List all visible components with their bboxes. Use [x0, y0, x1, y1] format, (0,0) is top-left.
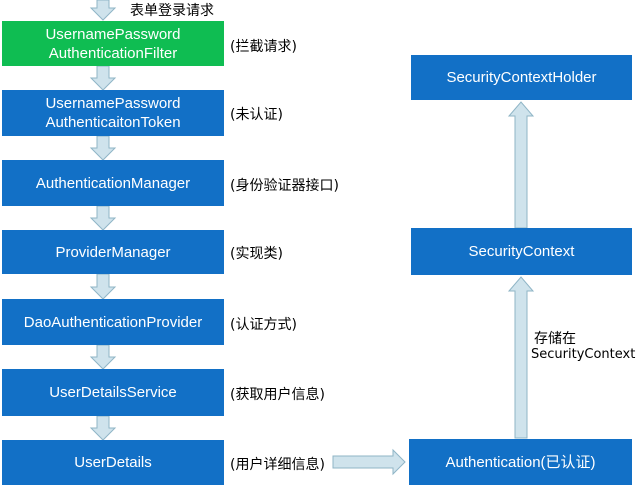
authentication-authenticated-label: Authentication(已认证) — [445, 453, 596, 471]
authentication-manager-label: AuthenticationManager — [35, 174, 191, 192]
arrow-down-3 — [89, 205, 117, 231]
filter-note: (拦截请求) — [230, 39, 297, 55]
token-note: (未认证) — [230, 107, 283, 123]
arrow-entry — [89, 0, 117, 21]
arrow-down-1 — [89, 65, 117, 91]
user-details-service-note: (获取用户信息) — [230, 387, 325, 403]
arrow-down-6 — [89, 415, 117, 441]
authentication-authenticated-box: Authentication(已认证) — [409, 439, 632, 485]
provider-manager-note: (实现类) — [230, 246, 283, 262]
username-password-authentication-token-box: UsernamePassword AuthenticaitonToken — [2, 90, 224, 136]
provider-manager-box: ProviderManager — [2, 230, 224, 274]
token-line-2: AuthenticaitonToken — [45, 114, 181, 131]
security-context-holder-label: SecurityContextHolder — [446, 69, 597, 86]
user-details-box: UserDetails — [2, 440, 224, 485]
security-context-box: SecurityContext — [411, 228, 632, 275]
dao-authentication-provider-note: (认证方式) — [230, 317, 297, 333]
arrow-down-5 — [89, 344, 117, 370]
arrow-down-2 — [89, 135, 117, 161]
dao-authentication-provider-box: DaoAuthenticationProvider — [2, 299, 224, 345]
store-in-label-2: SecurityContext — [531, 347, 636, 362]
user-details-service-label: UserDetailsService — [49, 384, 177, 401]
form-login-request-label: 表单登录请求 — [130, 3, 214, 19]
security-context-label: SecurityContext — [468, 243, 575, 260]
security-context-holder-box: SecurityContextHolder — [411, 55, 632, 100]
provider-manager-label: ProviderManager — [55, 243, 171, 261]
filter-line-2: AuthenticationFilter — [48, 44, 178, 62]
arrow-down-4 — [89, 273, 117, 300]
user-details-label: UserDetails — [74, 454, 152, 471]
token-line-1: UsernamePassword — [45, 95, 181, 112]
authentication-manager-box: AuthenticationManager — [2, 160, 224, 206]
user-details-service-box: UserDetailsService — [2, 369, 224, 416]
store-in-label-1: 存储在 — [534, 331, 576, 347]
arrow-right-to-authentication — [332, 448, 406, 476]
arrow-up-to-context — [507, 276, 535, 439]
username-password-authentication-filter-box: UsernamePassword AuthenticationFilter — [2, 21, 224, 66]
arrow-up-to-holder — [507, 101, 535, 229]
user-details-note: (用户详细信息) — [230, 457, 325, 473]
filter-line-1: UsernamePassword — [45, 25, 181, 43]
authentication-manager-note: (身份验证器接口) — [230, 178, 339, 194]
dao-authentication-provider-label: DaoAuthenticationProvider — [23, 313, 203, 331]
